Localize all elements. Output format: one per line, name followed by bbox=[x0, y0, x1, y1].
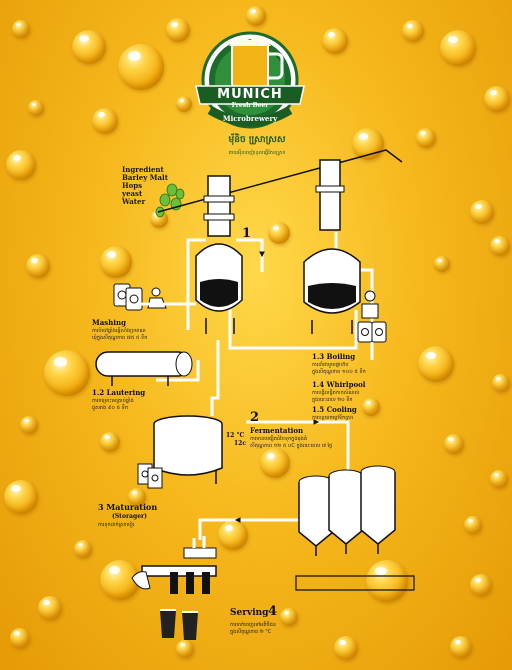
droplet bbox=[166, 18, 190, 42]
mashing-label: Mashing bbox=[92, 318, 126, 327]
droplet bbox=[484, 86, 510, 112]
ingredient-heading: Ingredient bbox=[122, 165, 164, 174]
lauter-tank bbox=[95, 351, 193, 386]
khmer-brand-subtitle: ពាយអុីនបាញ៉ានុលធ្វើតែនស្រ្រា bbox=[228, 150, 286, 156]
fermentation-temp: 12 °C bbox=[226, 432, 245, 439]
droplet bbox=[100, 246, 132, 278]
worker-icon bbox=[357, 290, 387, 343]
droplet bbox=[440, 30, 476, 66]
serving-note: ការចាក់ចេញទៅអតិថិជន bbox=[230, 622, 277, 628]
fermentation-vessel bbox=[137, 415, 223, 489]
logo-emblem bbox=[195, 31, 305, 129]
fermentation-label: Fermentation bbox=[250, 426, 304, 435]
boiling-note: ការដាំជាមួយផ្កាហ៊ប bbox=[312, 362, 349, 368]
droplet bbox=[470, 200, 494, 224]
droplet bbox=[4, 480, 38, 514]
droplet bbox=[444, 434, 464, 454]
whirlpool-note: ការបង្វិលផ្ចិតកាកសំណល់ bbox=[312, 390, 360, 396]
brand-subtitle: Microbrewery bbox=[222, 114, 278, 123]
droplet bbox=[434, 256, 450, 272]
cooling-note: ការបន្ថយកម្តៅទឹកស្រា bbox=[312, 415, 354, 421]
droplet bbox=[176, 640, 194, 658]
droplet bbox=[268, 222, 290, 244]
brand-name: MUNICH bbox=[217, 87, 283, 102]
droplet bbox=[490, 470, 508, 488]
droplet bbox=[128, 488, 146, 506]
ingredient-item: Hops bbox=[122, 181, 143, 190]
droplet bbox=[366, 560, 408, 602]
mashing-note: ឃុំក្នុងសីតុណ្ហភាព ៧៥ ៥ ទឹក bbox=[92, 335, 148, 341]
droplet bbox=[72, 30, 106, 64]
droplet bbox=[100, 432, 120, 452]
droplet bbox=[10, 628, 30, 648]
droplet bbox=[12, 20, 30, 38]
maturation-label: 3 Maturation bbox=[98, 502, 158, 512]
cooling-label: 1.5 Cooling bbox=[312, 405, 357, 414]
beer-tap-tower bbox=[131, 536, 217, 640]
droplet bbox=[176, 96, 192, 112]
mash-tun bbox=[195, 175, 243, 334]
lautering-label: 1.2 Lautering bbox=[92, 388, 146, 397]
mashing-note: ការបំបៅធ្នាំងធ្វើសាំងប្រមាណ bbox=[92, 328, 146, 334]
flow-arrows bbox=[234, 251, 320, 523]
droplet bbox=[418, 346, 454, 382]
brand-tagline: Fresh Beer bbox=[231, 102, 269, 109]
maturation-sub: (Storager) bbox=[112, 513, 148, 520]
droplet bbox=[44, 350, 90, 396]
step-1-number: 1 bbox=[242, 226, 252, 241]
droplet bbox=[26, 254, 50, 278]
ingredient-item: Barley Malt bbox=[122, 173, 168, 182]
hops-icon bbox=[155, 183, 185, 218]
khmer-brand-name: មុ័និច ស្រ្រាស្រស bbox=[228, 135, 286, 145]
droplet bbox=[20, 416, 38, 434]
step-4-number: 4 bbox=[268, 604, 278, 619]
grain-sacks-icon bbox=[113, 283, 196, 311]
maturation-note: ការទុកដាក់ស្រាបៀរ bbox=[98, 522, 135, 528]
droplet bbox=[246, 6, 266, 26]
droplet bbox=[118, 44, 164, 90]
droplet bbox=[450, 636, 472, 658]
droplet bbox=[74, 540, 92, 558]
fermentation-temp: 12c bbox=[234, 440, 247, 447]
maturation-tanks bbox=[295, 465, 415, 591]
droplet bbox=[260, 448, 290, 478]
droplet bbox=[6, 150, 36, 180]
serving-note: ក្នុងសីតុណ្ហភាព ២ °C bbox=[230, 629, 272, 635]
droplet bbox=[492, 374, 510, 392]
whirlpool-note: ក្នុងរយៈពេល ២០ ទឹក bbox=[312, 397, 353, 403]
serving-label: Serving bbox=[230, 608, 269, 618]
droplet bbox=[28, 100, 44, 116]
droplet bbox=[38, 596, 62, 620]
whirlpool-label: 1.4 Whirlpool bbox=[312, 380, 366, 389]
droplet bbox=[490, 236, 510, 256]
droplet bbox=[416, 128, 436, 148]
fermentation-note: ការមានមេផ្សិតដំបែទុកក្នុងធុងធំ bbox=[250, 436, 308, 442]
lautering-note: ជួសរាង ៩០ ៥ ទឹក bbox=[92, 405, 129, 411]
droplet bbox=[470, 574, 492, 596]
droplet bbox=[218, 520, 248, 550]
lautering-note: ការចម្រោះមេគ្រាប់ធ្នាំង bbox=[92, 398, 134, 404]
droplet bbox=[92, 108, 118, 134]
boiling-label: 1.3 Boiling bbox=[312, 352, 356, 361]
droplet bbox=[362, 398, 380, 416]
droplet bbox=[402, 20, 424, 42]
droplet bbox=[464, 516, 482, 534]
boiling-note: ក្នុងសីតុណ្ហភាព ១០០ ៥ ទឹក bbox=[312, 369, 366, 375]
ingredient-item: yeast bbox=[122, 189, 143, 198]
ingredient-item: Water bbox=[122, 197, 146, 206]
step-2-number: 2 bbox=[250, 410, 260, 425]
droplet bbox=[334, 636, 358, 660]
ingredients-list: Ingredient Barley Malt Hops yeast Water bbox=[122, 166, 168, 206]
fermentation-note: សីតុណ្ហភាព ១២ ៥ ០C ក្នុងរយៈពេល ៧ ថ្ងៃ bbox=[250, 443, 333, 449]
droplet bbox=[322, 28, 348, 54]
droplet bbox=[280, 608, 298, 626]
boil-kettle bbox=[303, 159, 361, 334]
